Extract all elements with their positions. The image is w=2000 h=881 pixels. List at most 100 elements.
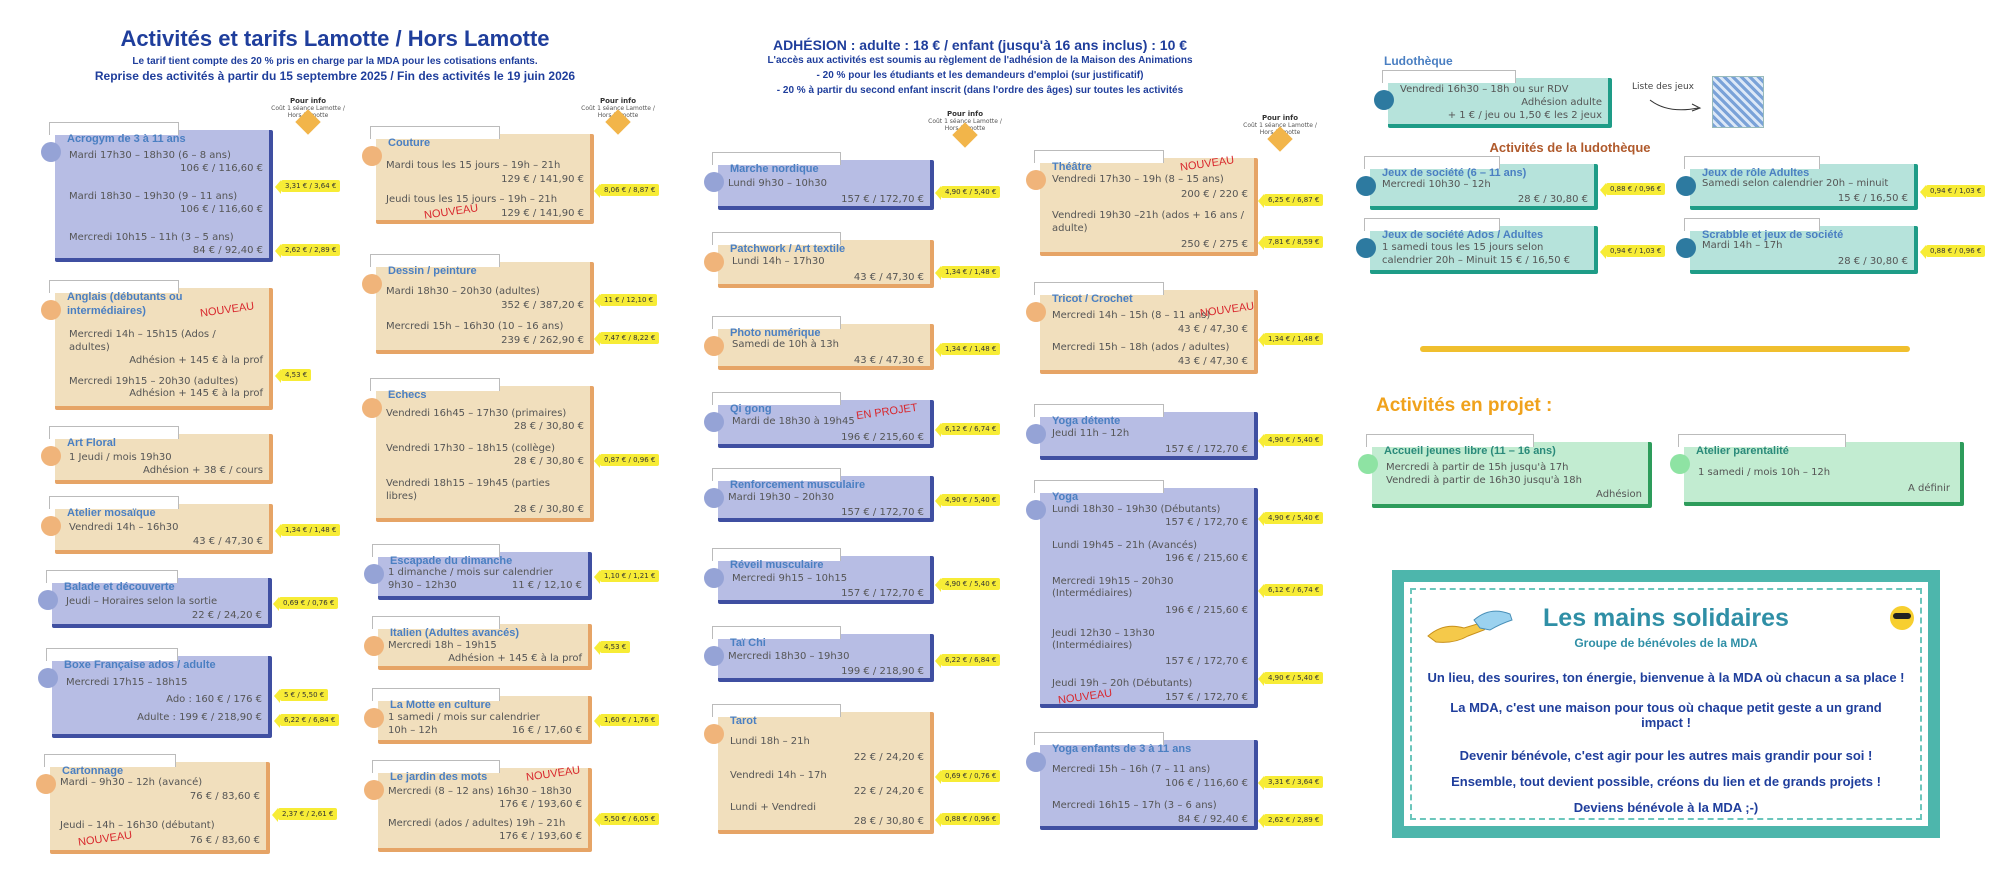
schedule: 1 dimanche / mois sur calendrier: [388, 567, 553, 578]
activity-title: Marche nordique: [730, 163, 819, 175]
bullet-icon: [1374, 90, 1394, 110]
schedule: Mardi 18h30 – 20h30 (adultes): [386, 286, 540, 297]
session-price-badge: 1,34 € / 1,48 €: [1257, 333, 1324, 347]
schedule: adulte): [1052, 223, 1088, 234]
schedule: Jeudi 12h30 – 13h30: [1052, 628, 1155, 639]
activity-title: intermédiaires): [67, 305, 146, 317]
schedule: Vendredi 19h30 –21h (ados + 16 ans /: [1052, 210, 1245, 221]
solidaires-para: Un lieu, des sourires, ton énergie, bien…: [1427, 670, 1905, 685]
schedule: Lundi 18h30 – 19h30 (Débutants): [1052, 504, 1221, 515]
schedule: Samedi selon calendrier 20h – minuit: [1702, 178, 1889, 189]
session-price-badge: 2,62 € / 2,89 €: [274, 244, 341, 258]
bullet-icon: [704, 336, 724, 356]
schedule: Jeudi 19h – 20h (Débutants): [1052, 678, 1193, 689]
price: 129 € / 141,90 €: [501, 174, 584, 185]
price: 239 € / 262,90 €: [501, 335, 584, 346]
session-price-badge: 4,90 € / 5,40 €: [934, 578, 1001, 592]
bullet-icon: [704, 568, 724, 588]
activity-card-tai-chi: Taï Chi Mercredi 18h30 – 19h30 199 € / 2…: [704, 626, 934, 682]
session-price-badge: 0,87 € / 0,96 €: [593, 454, 660, 468]
session-price-badge: 1,60 € / 1,76 €: [593, 714, 660, 728]
qr-code-icon[interactable]: [1712, 76, 1764, 128]
activity-card-boxe: Boxe Française ados / adulte Mercredi 17…: [38, 648, 272, 738]
price: 28 € / 30,80 €: [1517, 194, 1588, 205]
arrow-icon: [1649, 99, 1702, 112]
price: 28 € / 30,80 €: [853, 816, 924, 827]
session-price-badge: 11 € / 12,10 €: [593, 294, 658, 308]
schedule: 9h30 – 12h30: [388, 580, 457, 591]
activity-title: Cartonnage: [62, 765, 124, 777]
schedule: Vendredi 18h15 – 19h45 (parties: [386, 478, 550, 489]
session-price-badge: 0,69 € / 0,76 €: [934, 770, 1001, 784]
schedule: Vendredi 14h – 17h: [730, 770, 827, 781]
ludotheque-heading: Ludothèque: [1384, 54, 1453, 68]
activity-card-mosaique: Atelier mosaïque Vendredi 14h – 16h30 43…: [41, 496, 273, 554]
activity-card-marche-nordique: Marche nordique Lundi 9h30 – 10h30 157 €…: [704, 152, 934, 210]
bullet-icon: [1670, 454, 1690, 474]
session-price-badge: 4,90 € / 5,40 €: [1257, 434, 1324, 448]
header-dates: Reprise des activités à partir du 15 sep…: [94, 69, 576, 83]
hands-icon: [1427, 610, 1513, 643]
price: 176 € / 193,60 €: [499, 831, 582, 842]
session-price-badge: 4,53 €: [274, 369, 312, 383]
activity-card-jardin-des-mots: Le jardin des mots NOUVEAU Mercredi (8 –…: [364, 760, 592, 852]
bullet-icon: [41, 142, 61, 162]
price: Adulte : 199 € / 218,90 €: [137, 712, 262, 723]
price: A définir: [1907, 483, 1950, 494]
ludo-card-scrabble: Scrabble et jeux de société Mardi 14h – …: [1676, 218, 1918, 274]
schedule: 10h – 12h: [388, 725, 438, 736]
price: 76 € / 83,60 €: [189, 835, 260, 846]
activity-title: Yoga détente: [1052, 415, 1121, 427]
adhesion-line1: L'accès aux activités est soumis au règl…: [767, 55, 1193, 66]
new-label: NOUVEAU: [525, 764, 581, 784]
price: 84 € / 92,40 €: [192, 245, 263, 256]
session-price-badge: 6,22 € / 6,84 €: [934, 654, 1001, 668]
projects-heading: Activités en projet :: [1376, 395, 1553, 416]
schedule: Vendredi 16h30 – 18h ou sur RDV: [1400, 84, 1569, 95]
session-price-badge: 8,06 € / 8,87 €: [593, 184, 660, 198]
activity-card-yoga: Yoga Lundi 18h30 – 19h30 (Débutants) 157…: [1026, 480, 1258, 708]
activity-card-escapade: Escapade du dimanche 1 dimanche / mois s…: [364, 544, 592, 600]
bullet-icon: [704, 488, 724, 508]
schedule: Mercredi à partir de 15h jusqu'à 17h: [1386, 462, 1569, 473]
session-price-badge: 2,37 € / 2,61 €: [271, 808, 338, 822]
price: 15 € / 16,50 €: [1837, 193, 1908, 204]
activity-title: Acrogym de 3 à 11 ans: [67, 133, 186, 145]
schedule: Vendredi 17h30 – 19h (8 – 15 ans): [1052, 174, 1224, 185]
schedule: adultes): [69, 342, 110, 353]
schedule: Mercredi 19h15 – 20h30 (adultes): [69, 376, 239, 387]
price: 176 € / 193,60 €: [499, 799, 582, 810]
price: 16 € / 17,60 €: [511, 725, 582, 736]
bullet-icon: [362, 274, 382, 294]
session-price-badge: 4,53 €: [593, 641, 631, 655]
schedule: libres): [386, 491, 418, 502]
schedule: Vendredi 17h30 – 18h15 (collège): [386, 443, 555, 454]
price: Ado : 160 € / 176 €: [166, 694, 262, 705]
activity-card-art-floral: Art Floral 1 Jeudi / mois 19h30 Adhésion…: [41, 426, 273, 484]
project-card-accueil-jeunes: Accueil jeunes libre (11 – 16 ans) Mercr…: [1358, 434, 1652, 508]
schedule: Lundi 9h30 – 10h30: [728, 178, 827, 189]
new-label: NOUVEAU: [1179, 154, 1235, 174]
activity-title: Théâtre: [1052, 161, 1092, 173]
price: 196 € / 215,60 €: [1165, 553, 1248, 564]
schedule: Lundi 14h – 17h30: [732, 256, 825, 267]
schedule: 1 samedi / mois sur calendrier: [388, 712, 540, 723]
session-price-badge: 7,47 € / 8,22 €: [593, 332, 660, 346]
price: 28 € / 30,80 €: [513, 421, 584, 432]
adhesion-line2: - 20 % pour les étudiants et les demande…: [816, 70, 1144, 81]
bullet-icon: [41, 516, 61, 536]
session-price-badge: 4,90 € / 5,40 €: [1257, 672, 1324, 686]
activity-title: Couture: [388, 137, 431, 149]
header-note: Le tarif tient compte des 20 % pris en c…: [132, 56, 538, 67]
activity-card-acrogym: Acrogym de 3 à 11 ans Mardi 17h30 – 18h3…: [41, 122, 273, 262]
price: 157 € / 172,70 €: [841, 194, 924, 205]
schedule: Mercredi 18h – 19h15: [388, 640, 497, 651]
activity-card-dessin: Dessin / peinture Mardi 18h30 – 20h30 (a…: [362, 254, 594, 354]
price: 76 € / 83,60 €: [189, 791, 260, 802]
ludo-card-jeux-6-11: Jeux de société (6 – 11 ans) Mercredi 10…: [1356, 156, 1598, 210]
session-price-badge: 1,10 € / 1,21 €: [593, 570, 660, 584]
activity-title: Escapade du dimanche: [390, 555, 513, 567]
adhesion-title: ADHÉSION : adulte : 18 € / enfant (jusqu…: [772, 37, 1188, 53]
session-price-badge: 6,12 € / 6,74 €: [1257, 584, 1324, 598]
bullet-icon: [704, 252, 724, 272]
